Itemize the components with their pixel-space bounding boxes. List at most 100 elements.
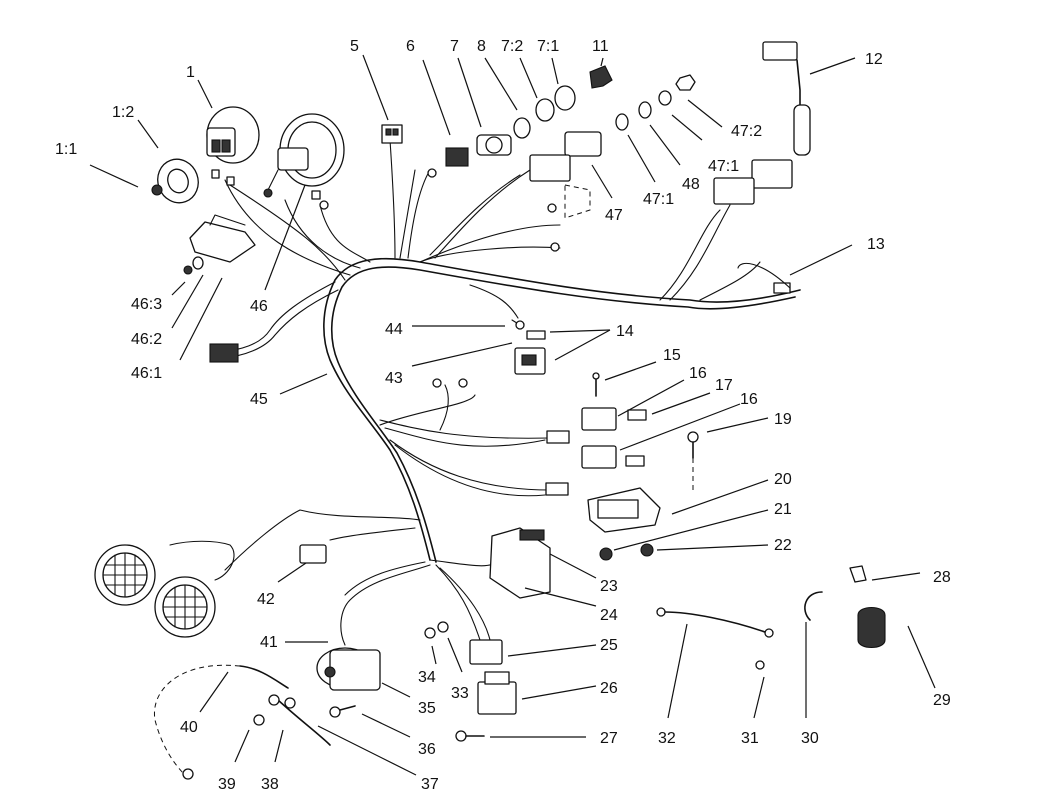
connector-42 [299,544,327,564]
callout-27: 27 [600,730,618,747]
nut-22 [640,543,654,557]
callout-6: 6 [406,38,415,55]
callout-29: 29 [933,692,951,709]
terminal-ring-b [458,378,468,388]
cable-37 [277,699,331,746]
nut-1-1 [151,184,163,196]
callout-22: 22 [774,537,792,554]
connector-5 [381,124,403,144]
callout-26: 26 [600,680,618,697]
ground-strap-32 [656,607,774,638]
control-module-23 [489,527,551,599]
clip-30 [804,591,823,621]
callout-46: 46 [250,298,268,315]
callout-36: 36 [418,741,436,758]
connector-16b-plug [545,482,569,496]
callout-47-2: 47:2 [731,123,762,140]
relay-26 [477,671,517,715]
switch-14 [514,347,546,375]
sensor-12 [713,41,811,205]
callout-45: 45 [250,391,268,408]
callout-19: 19 [774,411,792,428]
switch-47 [529,131,602,219]
callout-8: 8 [477,38,486,55]
washer-46-2 [192,256,204,270]
key-11 [589,65,613,89]
screw-27 [455,730,485,742]
micro-switch-16a [581,407,617,431]
pad-43 [526,330,546,340]
screw-36 [329,705,356,718]
terminal-ring-e [427,168,437,178]
callout-37: 37 [421,776,439,793]
connector-13 [737,262,791,294]
clip-28 [849,565,867,583]
callout-47-1b: 47:1 [643,191,674,208]
connector-25 [469,639,503,665]
gauge-1 [206,106,260,164]
nut-38 [284,697,296,709]
clamp-29 [857,606,886,649]
connector-16a-plug [546,430,570,444]
terminal-spade-i [226,176,235,186]
callout-14: 14 [616,323,634,340]
callout-43: 43 [385,370,403,387]
callout-11: 11 [592,38,609,55]
callout-25: 25 [600,637,618,654]
nut-33 [424,627,436,639]
ignition-switch-7 [476,134,512,156]
callout-48: 48 [682,176,700,193]
gauge-bracket-1-2 [157,158,199,204]
callout-31: 31 [741,730,759,747]
nut-46-3 [183,265,193,275]
insulator-17 [625,409,647,467]
callout-labels: 1 1:2 1:1 46 46:3 46:2 46:1 5 6 7 8 7:2 … [55,38,951,793]
callout-38: 38 [261,776,279,793]
washer-48 [638,101,652,119]
callout-32: 32 [658,730,676,747]
callout-5: 5 [350,38,359,55]
callout-46-2: 46:2 [131,331,162,348]
callout-30: 30 [801,730,819,747]
main-wiring-harness [169,139,801,646]
terminal-ring-c [547,203,557,213]
gauge-46 [263,113,345,198]
callout-7-2: 7:2 [501,38,523,55]
callout-16a: 16 [689,365,707,382]
nut-21 [599,547,613,561]
callout-46-1: 46:1 [131,365,162,382]
callout-16b: 16 [740,391,758,408]
nut-47-2 [675,74,696,91]
screw-15 [592,372,600,397]
bracket-46-1 [189,214,256,263]
callout-13: 13 [867,236,885,253]
bolt-19 [687,431,699,490]
callout-40: 40 [180,719,198,736]
callout-20: 20 [774,471,792,488]
callout-41: 41 [260,634,278,651]
callout-1: 1 [186,64,195,81]
callout-15: 15 [663,347,681,364]
callout-7: 7 [450,38,459,55]
connector-6 [445,147,469,167]
callout-17: 17 [715,377,733,394]
washer-47-1a [615,113,629,131]
headlight-left [94,544,156,606]
nut-31 [755,660,765,670]
nut-7-2 [535,98,555,122]
callout-7-1: 7:1 [537,38,559,55]
leader-lines [89,54,936,776]
terminal-spade-h [211,169,220,179]
terminal-ring-a [432,378,442,388]
callout-47: 47 [605,207,623,224]
solenoid-41 [316,647,381,691]
callout-1-1: 1:1 [55,141,77,158]
terminal-44 [511,319,525,330]
bracket-20 [587,487,661,533]
callout-35: 35 [418,700,436,717]
callout-12: 12 [865,51,883,68]
ring-8 [513,117,531,139]
callout-42: 42 [257,591,275,608]
callout-1-2: 1:2 [112,104,134,121]
